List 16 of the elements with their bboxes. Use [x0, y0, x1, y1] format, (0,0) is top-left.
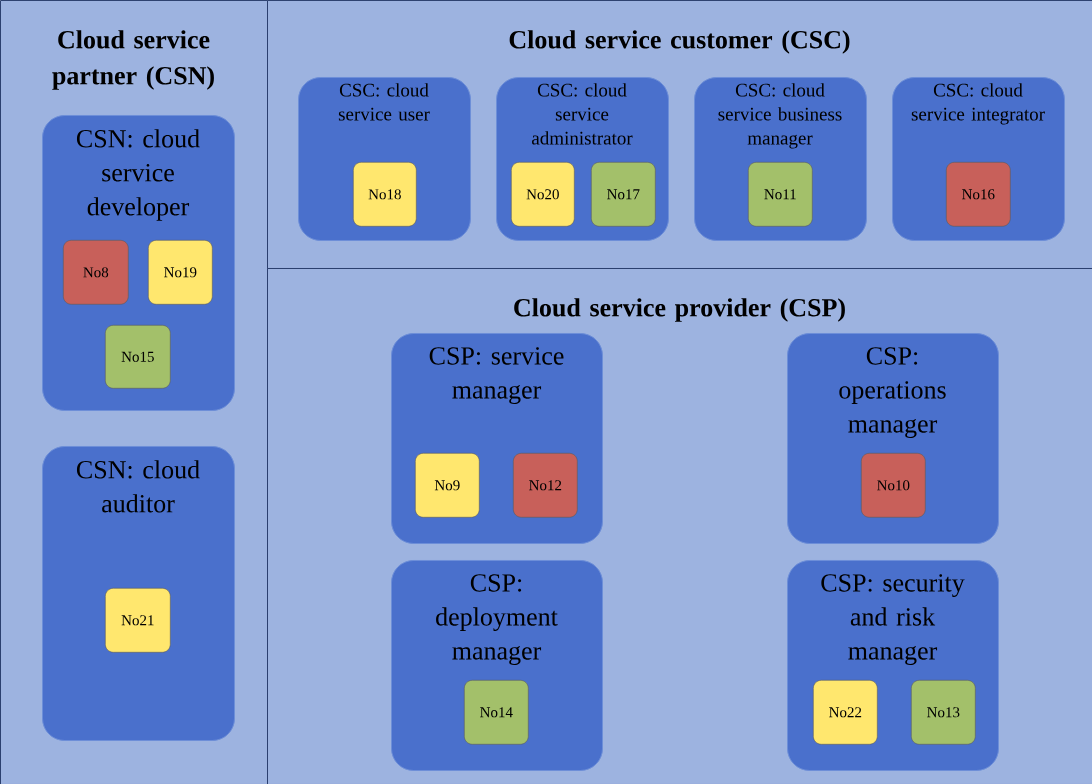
number-tag: No10	[861, 453, 926, 518]
number-tag: No19	[148, 240, 213, 305]
number-tag: No14	[464, 680, 529, 745]
number-tag: No20	[511, 162, 575, 227]
number-tag: No22	[813, 680, 878, 745]
node-label: Cloud service partner (CSN)	[52, 30, 214, 90]
number-tag: No18	[353, 162, 417, 227]
number-tag: No8	[63, 240, 129, 305]
number-tag: No17	[591, 162, 656, 227]
number-tag: No12	[513, 453, 578, 518]
number-tag: No15	[105, 325, 171, 389]
number-tag: No13	[911, 680, 976, 745]
number-tag: No16	[946, 162, 1011, 227]
number-tag: No21	[105, 588, 171, 653]
number-tag: No11	[748, 162, 813, 227]
number-tag: No9	[415, 453, 480, 518]
